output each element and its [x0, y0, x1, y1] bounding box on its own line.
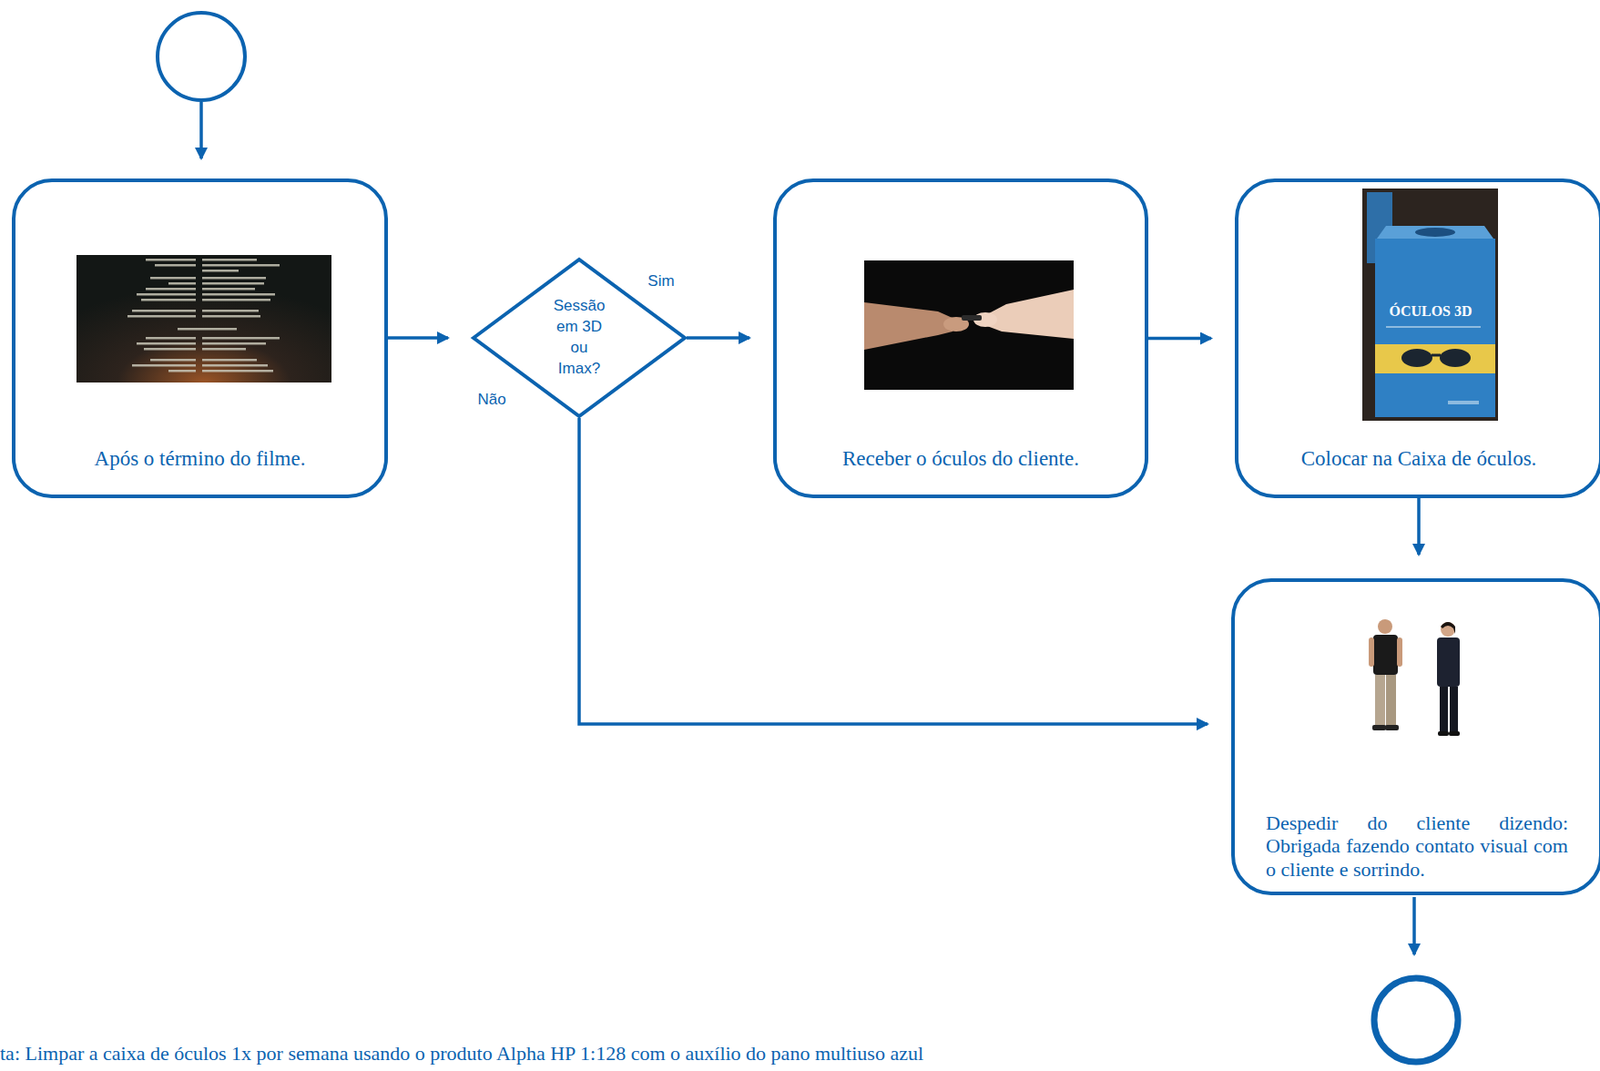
man-head — [1377, 619, 1393, 634]
glasses — [961, 315, 982, 321]
woman-shoe — [1437, 731, 1449, 736]
credit-line — [202, 342, 266, 346]
man-shirt — [1373, 634, 1398, 675]
woman-hair — [1440, 621, 1456, 634]
credit-line — [202, 282, 265, 286]
credit-line — [202, 276, 266, 280]
man-leg — [1385, 674, 1397, 726]
man-shoe — [1385, 724, 1399, 731]
node-text: Receber o óculos do cliente. — [776, 447, 1145, 471]
glasses-lens — [1401, 348, 1433, 367]
flow-arrow — [579, 417, 1208, 724]
photo-ground — [864, 260, 1074, 390]
credit-line — [143, 347, 196, 351]
glasses-box-photo — [1362, 188, 1499, 421]
credit-line — [141, 298, 196, 302]
diamond-shape — [473, 259, 685, 417]
end-event — [1374, 978, 1458, 1062]
credit-line — [154, 264, 196, 267]
credit-line — [145, 287, 196, 291]
box-print: ÓCULOS 3D — [1388, 303, 1472, 320]
woman-leg — [1449, 686, 1458, 733]
woman-leg — [1439, 686, 1448, 733]
man-leg — [1375, 674, 1386, 726]
node-text: Sessão em 3D ou Imax? — [548, 295, 611, 380]
credit-line — [202, 298, 271, 302]
node-text: Despedir do cliente dizendo: Obrigada fa… — [1234, 811, 1600, 881]
credit-line — [177, 327, 237, 331]
credit-line — [132, 309, 196, 313]
credit-line — [202, 258, 257, 262]
photo-ground — [76, 254, 332, 383]
credit-line — [202, 264, 280, 267]
woman-head — [1440, 621, 1456, 637]
flow-arrow — [686, 336, 750, 340]
node-text: Após o término do filme. — [15, 447, 385, 471]
credit-line — [168, 369, 196, 373]
man-arm — [1396, 637, 1403, 667]
glasses-bridge — [1431, 354, 1441, 357]
man-shoe — [1372, 724, 1386, 731]
box-body — [1375, 238, 1496, 418]
right-arm — [987, 289, 1074, 339]
photo-ground — [1362, 188, 1499, 421]
hands-photo — [864, 260, 1074, 390]
box-top — [1376, 225, 1494, 239]
flow-arrow — [387, 336, 449, 340]
branch-label: Não — [475, 390, 508, 409]
credits-photo — [76, 254, 332, 383]
credit-line — [132, 364, 196, 367]
credit-line — [136, 293, 196, 296]
box-band — [1375, 344, 1496, 374]
people-figure — [1368, 619, 1460, 736]
start-arrow — [199, 101, 204, 159]
connector-group — [387, 337, 1419, 724]
process-box: Receber o óculos do cliente. — [773, 178, 1149, 499]
credit-line — [136, 342, 196, 346]
process-box: Despedir do cliente dizendo: Obrigada fa… — [1231, 578, 1600, 896]
glasses-lens — [1439, 348, 1471, 367]
process-box: Após o término do filme. — [11, 178, 388, 499]
woman-jacket — [1436, 637, 1460, 687]
box-slot — [1415, 227, 1456, 237]
start-event — [157, 12, 245, 101]
credit-line — [168, 282, 196, 286]
credit-line — [150, 276, 196, 280]
man-arm — [1368, 637, 1375, 667]
credit-lines — [127, 258, 280, 373]
credit-line — [202, 269, 239, 273]
credit-line — [202, 309, 259, 313]
woman-shoe — [1448, 731, 1460, 736]
note-text: ta: Limpar a caixa de óculos 1x por sema… — [0, 1041, 924, 1066]
credit-line — [145, 258, 196, 262]
flow-arrow — [1148, 336, 1212, 341]
credit-line — [127, 315, 196, 318]
credit-line — [150, 358, 196, 362]
credit-line — [202, 293, 276, 296]
end-arrow — [1412, 896, 1417, 955]
node-text: Colocar na Caixa de óculos. — [1238, 447, 1600, 471]
credit-line — [202, 369, 274, 373]
credit-line — [202, 315, 261, 318]
left-arm — [864, 302, 955, 350]
box-logo — [1447, 400, 1479, 405]
credit-line — [202, 364, 268, 367]
process-box: Colocar na Caixa de óculos. — [1234, 178, 1600, 499]
credit-line — [202, 336, 280, 340]
box-subtitle — [1385, 326, 1481, 328]
credit-line — [202, 287, 255, 291]
credit-line — [202, 347, 246, 351]
branch-label: Sim — [645, 272, 676, 291]
flow-arrow — [1416, 498, 1421, 555]
credit-line — [145, 336, 196, 340]
credit-line — [202, 358, 257, 362]
